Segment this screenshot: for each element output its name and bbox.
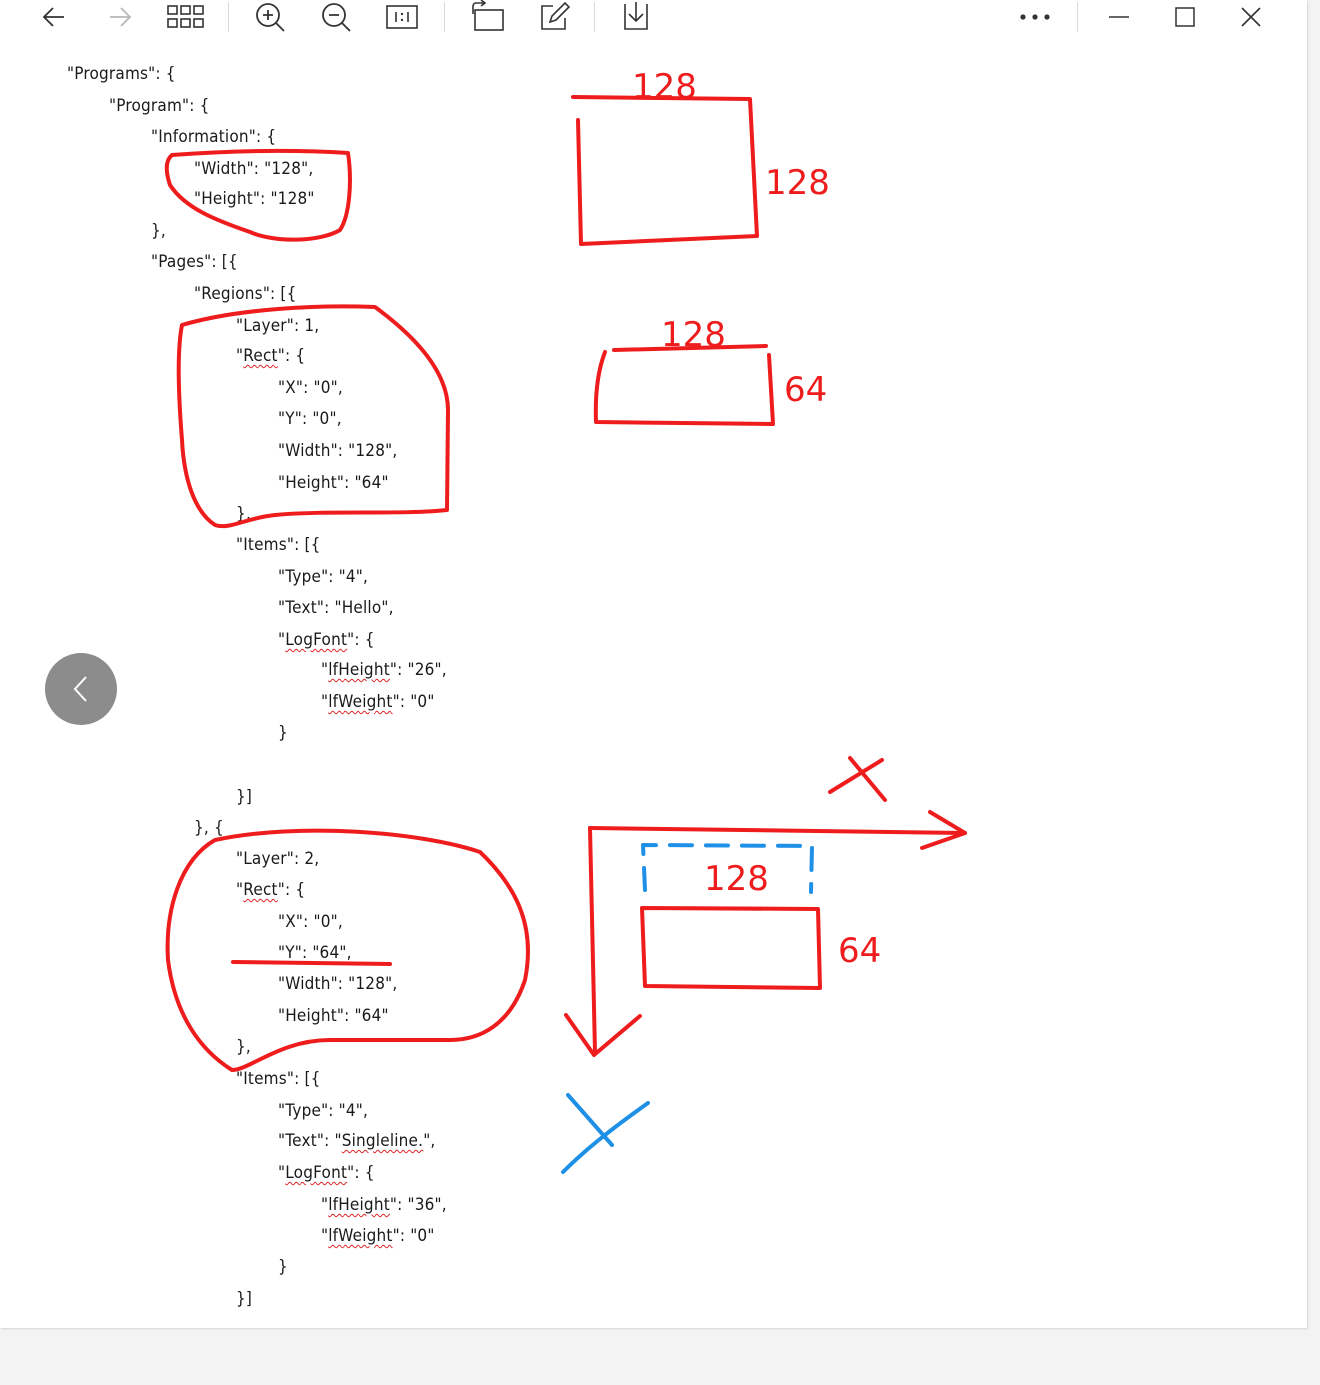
code-line: "LogFont": { bbox=[278, 630, 375, 650]
code-line: "lfWeight": "0" bbox=[321, 1226, 435, 1246]
close-button[interactable] bbox=[1229, 0, 1273, 34]
ink-x-arrowhead bbox=[920, 810, 967, 850]
annotation-square-top: 128 bbox=[632, 67, 697, 107]
edit-button[interactable] bbox=[532, 0, 576, 34]
annotation-rect1-side: 64 bbox=[784, 370, 828, 410]
actual-size-icon bbox=[386, 5, 418, 29]
code-line: "Width": "128", bbox=[278, 974, 398, 994]
maximize-icon bbox=[1175, 7, 1195, 27]
zoom-in-icon bbox=[256, 3, 285, 32]
code-line: "Type": "4", bbox=[278, 567, 369, 587]
ink-annotations bbox=[164, 95, 967, 1174]
code-line: "Y": "0", bbox=[278, 409, 342, 429]
ink-x-axis bbox=[588, 826, 967, 835]
code-line: }, bbox=[236, 504, 251, 524]
ink-rect-2 bbox=[640, 906, 822, 990]
forward-button[interactable] bbox=[98, 0, 142, 34]
close-icon bbox=[1241, 7, 1261, 27]
annotation-rect1-top: 128 bbox=[661, 315, 726, 355]
code-line: "Height": "64" bbox=[278, 473, 389, 493]
document-image: "Programs": { "Program": { "Information"… bbox=[0, 40, 1307, 1328]
code-line: "lfHeight": "36", bbox=[321, 1195, 447, 1215]
save-button[interactable] bbox=[614, 0, 658, 34]
back-button[interactable] bbox=[32, 0, 76, 34]
grid-icon bbox=[167, 5, 204, 28]
code-line: "Type": "4", bbox=[278, 1101, 369, 1121]
edit-icon bbox=[541, 1, 571, 30]
code-line: "Layer": 2, bbox=[236, 849, 320, 869]
ink-x-letter bbox=[828, 756, 887, 802]
maximize-button[interactable] bbox=[1163, 0, 1207, 34]
code-line: }] bbox=[236, 787, 253, 807]
code-line: "Programs": { bbox=[67, 64, 176, 84]
code-line: "lfWeight": "0" bbox=[321, 692, 435, 712]
code-line: "X": "0", bbox=[278, 912, 343, 932]
code-line: "Y": "64", bbox=[278, 943, 352, 963]
code-line: }, { bbox=[194, 818, 224, 838]
code-line: }, bbox=[236, 1037, 251, 1057]
toolbar-separator bbox=[594, 2, 595, 32]
annotation-rect2-side: 64 bbox=[838, 931, 882, 971]
code-line: }, bbox=[151, 221, 166, 241]
arrow-right-icon bbox=[110, 7, 132, 27]
code-line: "Text": "Hello", bbox=[278, 598, 394, 618]
code-line: "Information": { bbox=[151, 127, 277, 147]
code-line: "Width": "128", bbox=[194, 159, 314, 179]
code-line: "Height": "128" bbox=[194, 189, 315, 209]
minimize-button[interactable] bbox=[1097, 0, 1141, 34]
code-line: "Rect": { bbox=[236, 346, 306, 366]
toolbar-separator bbox=[228, 2, 229, 32]
zoom-out-button[interactable] bbox=[314, 0, 358, 34]
image-viewer: "Programs": { "Program": { "Information"… bbox=[0, 0, 1307, 1328]
minimize-icon bbox=[1109, 16, 1129, 18]
more-icon bbox=[1020, 14, 1050, 20]
code-line: } bbox=[278, 1257, 288, 1277]
toolbar-separator bbox=[1077, 2, 1078, 32]
ink-square bbox=[571, 95, 759, 246]
code-line: "Program": { bbox=[109, 96, 210, 116]
grid-view-button[interactable] bbox=[164, 0, 208, 34]
rotate-icon bbox=[472, 0, 504, 31]
ink-rect-1 bbox=[593, 344, 775, 426]
code-line: "Layer": 1, bbox=[236, 316, 320, 336]
code-line: "Items": [{ bbox=[236, 1069, 321, 1089]
more-button[interactable] bbox=[1013, 0, 1057, 34]
ink-y-arrowhead bbox=[564, 1013, 642, 1057]
code-line: "Text": "Singleline.", bbox=[278, 1131, 436, 1151]
code-line: "Rect": { bbox=[236, 880, 306, 900]
code-line: }] bbox=[236, 1289, 253, 1309]
code-line: "Pages": [{ bbox=[151, 252, 238, 272]
code-line: "X": "0", bbox=[278, 378, 343, 398]
save-icon bbox=[624, 2, 648, 30]
code-line: "Regions": [{ bbox=[194, 284, 297, 304]
code-line: "Items": [{ bbox=[236, 535, 321, 555]
annotation-rect2-top: 128 bbox=[704, 859, 769, 899]
code-line: "LogFont": { bbox=[278, 1163, 375, 1183]
previous-image-button[interactable] bbox=[45, 653, 117, 725]
toolbar-separator bbox=[444, 2, 445, 32]
annotation-square-side: 128 bbox=[765, 163, 830, 203]
chevron-left-icon bbox=[73, 676, 87, 702]
actual-size-button[interactable] bbox=[380, 0, 424, 34]
zoom-in-button[interactable] bbox=[248, 0, 292, 34]
code-line: "Height": "64" bbox=[278, 1006, 389, 1026]
zoom-out-icon bbox=[322, 3, 351, 32]
ink-y-axis bbox=[588, 826, 597, 1054]
ink-y-letter bbox=[561, 1093, 650, 1174]
rotate-button[interactable] bbox=[466, 0, 510, 34]
code-line: } bbox=[278, 723, 288, 743]
toolbar bbox=[0, 0, 1307, 40]
code-line: "Width": "128", bbox=[278, 441, 398, 461]
arrow-left-icon bbox=[42, 7, 64, 27]
code-line: "lfHeight": "26", bbox=[321, 660, 447, 680]
